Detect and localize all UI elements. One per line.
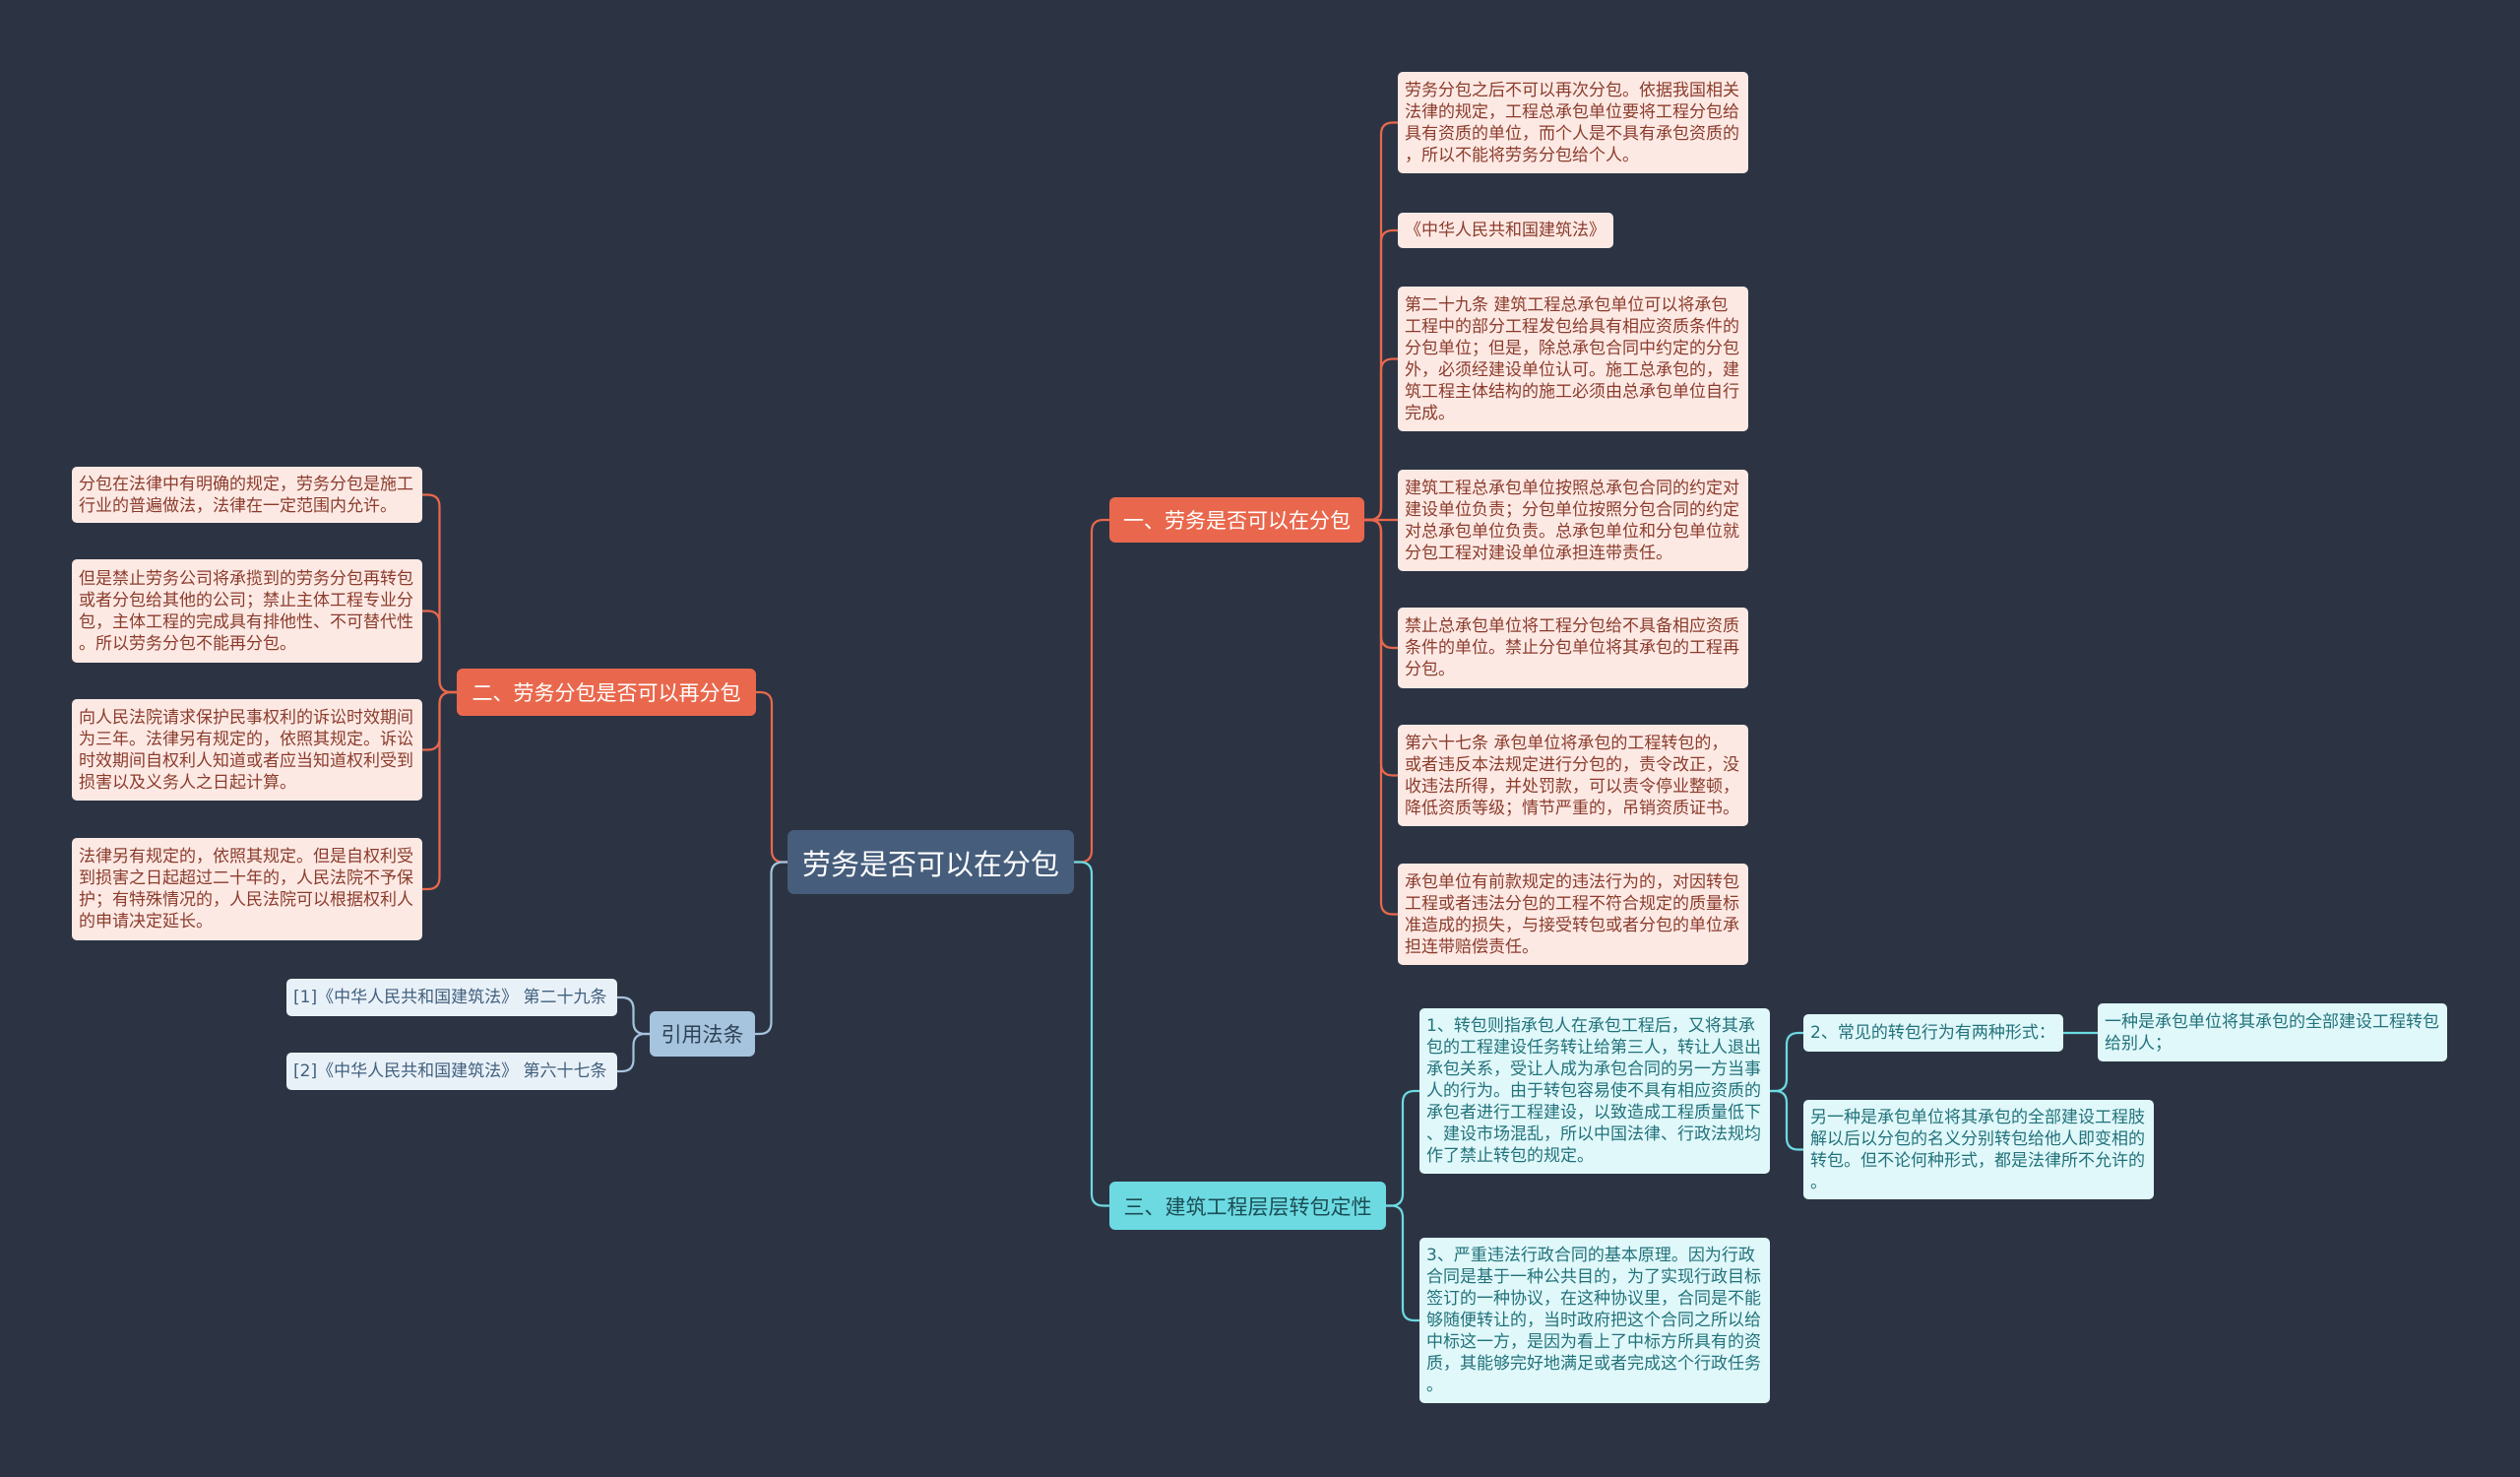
branch-1-item-2[interactable]: 《中华人民共和国建筑法》	[1398, 213, 1613, 248]
branch-1-item-5[interactable]: 禁止总承包单位将工程分包给不具备相应资质 条件的单位。禁止分包单位将其承包的工程…	[1398, 608, 1748, 688]
branch-1-topic[interactable]: 一、劳务是否可以在分包	[1109, 497, 1364, 543]
branch-3-point-1[interactable]: 1、转包则指承包人在承包工程后，又将其承 包的工程建设任务转让给第三人，转让人退…	[1419, 1008, 1770, 1174]
connector-branch-1-item-5	[1362, 518, 1400, 650]
connector-branch-2-item-4	[420, 690, 459, 891]
connector-reference-item-2	[615, 1032, 652, 1073]
connector-branch-1-item-3	[1362, 357, 1400, 522]
connector-branch-3-point-2	[1768, 1031, 1805, 1093]
branch-1-item-3[interactable]: 第二十九条 建筑工程总承包单位可以将承包 工程中的部分工程发包给具有相应资质条件…	[1398, 287, 1748, 431]
branch-1-item-1[interactable]: 劳务分包之后不可以再次分包。依据我国相关 法律的规定，工程总承包单位要将工程分包…	[1398, 72, 1748, 173]
branch-2-item-2[interactable]: 但是禁止劳务公司将承揽到的劳务分包再转包 或者分包给其他的公司；禁止主体工程专业…	[72, 559, 422, 663]
references-topic[interactable]: 引用法条	[650, 1011, 755, 1057]
connector-branch-2-topic	[754, 690, 789, 864]
connector-branch-2-item-1	[420, 493, 459, 694]
connector-branch-1-item-6	[1362, 518, 1400, 777]
connector-branch-1-item-1	[1362, 121, 1400, 522]
branch-3-point-2[interactable]: 2、常见的转包行为有两种形式：	[1803, 1014, 2063, 1052]
branch-1-item-4[interactable]: 建筑工程总承包单位按照总承包合同的约定对 建设单位负责；分包单位按照分包合同的约…	[1398, 470, 1748, 571]
connector-branch-3-point-3	[1384, 1204, 1421, 1322]
connector-branch-2-item-3	[420, 690, 459, 751]
branch-1-item-6[interactable]: 第六十七条 承包单位将承包的工程转包的， 或者违反本法规定进行分包的，责令改正，…	[1398, 725, 1748, 826]
central-topic[interactable]: 劳务是否可以在分包	[788, 830, 1074, 894]
branch-2-item-1[interactable]: 分包在法律中有明确的规定，劳务分包是施工 行业的普遍做法，法律在一定范围内允许。	[72, 467, 422, 523]
branch-2-item-4[interactable]: 法律另有规定的，依照其规定。但是自权利受 到损害之日起超过二十年的，人民法院不予…	[72, 838, 422, 940]
connector-reference-item-1	[615, 995, 652, 1036]
branch-3-form-2[interactable]: 另一种是承包单位将其承包的全部建设工程肢 解以后以分包的名义分别转包给他人即变相…	[1803, 1100, 2154, 1199]
connector-branch-1-item-2	[1362, 228, 1400, 522]
branch-1-item-7[interactable]: 承包单位有前款规定的违法行为的，对因转包 工程或者违法分包的工程不符合规定的质量…	[1398, 864, 1748, 965]
branch-3-topic[interactable]: 三、建筑工程层层转包定性	[1109, 1182, 1386, 1230]
connector-branch-1-item-7	[1362, 518, 1400, 916]
connector-branch-3-point-1	[1384, 1089, 1421, 1207]
reference-item-2[interactable]: [2]《中华人民共和国建筑法》 第六十七条	[286, 1053, 617, 1090]
connector-branch-1-topic	[1072, 518, 1111, 864]
branch-3-form-1[interactable]: 一种是承包单位将其承包的全部建设工程转包 给别人；	[2098, 1003, 2447, 1061]
connector-branch-3-topic	[1072, 861, 1111, 1207]
connector-branch-3-form-2	[1768, 1089, 1805, 1151]
reference-item-1[interactable]: [1]《中华人民共和国建筑法》 第二十九条	[286, 979, 617, 1016]
connector-references-topic	[753, 861, 789, 1036]
branch-2-topic[interactable]: 二、劳务分包是否可以再分包	[457, 669, 756, 716]
branch-2-item-3[interactable]: 向人民法院请求保护民事权利的诉讼时效期间 为三年。法律另有规定的，依照其规定。诉…	[72, 699, 422, 801]
branch-3-point-3[interactable]: 3、严重违法行政合同的基本原理。因为行政 合同是基于一种公共目的，为了实现行政目…	[1419, 1238, 1770, 1403]
connector-branch-2-item-2	[420, 610, 459, 694]
